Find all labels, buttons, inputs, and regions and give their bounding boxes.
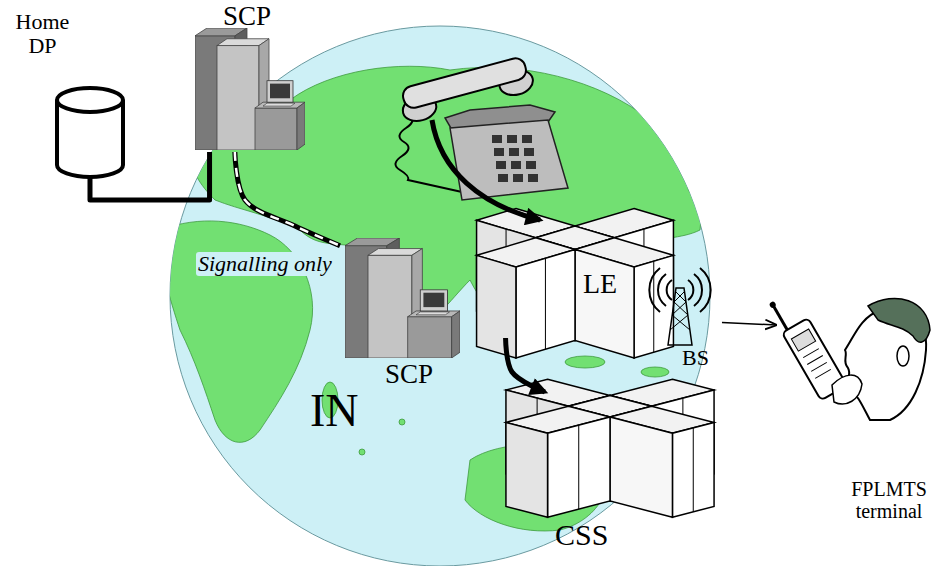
- mobile-user: [766, 290, 930, 420]
- telephone: [528, 174, 538, 182]
- exchange-cabinets: [477, 209, 715, 518]
- telephone: [492, 135, 538, 182]
- call-arrow: [432, 120, 540, 220]
- telephone: [450, 120, 568, 200]
- continent: [359, 449, 365, 455]
- telephone: [511, 161, 521, 169]
- network-label: IN: [310, 386, 359, 437]
- device-label: LE: [583, 269, 617, 300]
- device-label: CSS: [555, 518, 608, 551]
- mobile-user: [791, 329, 815, 351]
- telephone: [509, 148, 519, 156]
- scp-server: SCP: [340, 238, 465, 392]
- telephone: [395, 55, 568, 200]
- mobile-user: [897, 346, 909, 366]
- mobile-user: [769, 301, 777, 309]
- telephone: [496, 161, 506, 169]
- mobile-user: [868, 298, 930, 342]
- device-label: FPLMTS terminal: [844, 478, 934, 522]
- device-label: SCP: [223, 2, 271, 32]
- connector: [506, 338, 545, 392]
- antenna-tower: [667, 280, 672, 300]
- device-label: BS: [682, 346, 709, 370]
- mobile-user: [773, 306, 787, 330]
- scp-server: SCP: [190, 2, 305, 152]
- database-cylinder: [57, 88, 123, 177]
- continent: [641, 367, 669, 377]
- base-station: BS: [648, 262, 722, 374]
- exchange-switch: CSS: [505, 392, 715, 553]
- device-label: SCP: [385, 360, 433, 390]
- connector-line: [506, 338, 545, 392]
- antenna-tower: [670, 292, 690, 330]
- telephone: [522, 135, 532, 143]
- server-computer: [195, 28, 460, 358]
- connector: [722, 322, 776, 325]
- device-label: Home DP: [5, 10, 80, 58]
- connector: [235, 152, 340, 246]
- antenna-tower: [658, 274, 666, 306]
- telephone: [498, 174, 508, 182]
- telephone: [492, 135, 502, 143]
- antenna-tower: [649, 268, 710, 345]
- telephone: [494, 148, 504, 156]
- telephone: [507, 135, 517, 143]
- continent: [687, 166, 697, 194]
- server-computer: [345, 238, 460, 358]
- exchange-switch: LE: [477, 209, 645, 338]
- connector: [90, 152, 210, 200]
- connector-line: [90, 152, 210, 200]
- connector-line: [235, 152, 340, 246]
- continent: [399, 419, 405, 425]
- telephone: [524, 148, 534, 156]
- antenna-tower: [700, 268, 711, 312]
- exchange-cabinets: [506, 379, 714, 517]
- database-node: Home DP: [5, 8, 127, 178]
- antenna-tower: [649, 268, 660, 312]
- exchange-cabinets: [477, 209, 674, 358]
- server-computer: [195, 28, 305, 150]
- telephone: [397, 55, 536, 124]
- telephone: [401, 56, 528, 110]
- edge-label: Signalling only: [196, 252, 334, 276]
- telephone: [526, 161, 536, 169]
- continent: [565, 356, 605, 368]
- mobile-user: [803, 349, 831, 379]
- antenna-tower: [668, 288, 692, 345]
- antenna-tower: [688, 280, 693, 300]
- connector-line: [722, 322, 776, 325]
- telephone: [513, 174, 523, 182]
- connector-dash: [235, 152, 340, 246]
- mobile-terminal: FPLMTS terminal: [776, 285, 936, 535]
- mobile-user: [832, 375, 862, 404]
- database-cylinder: [57, 88, 123, 112]
- antenna-tower: [694, 274, 702, 306]
